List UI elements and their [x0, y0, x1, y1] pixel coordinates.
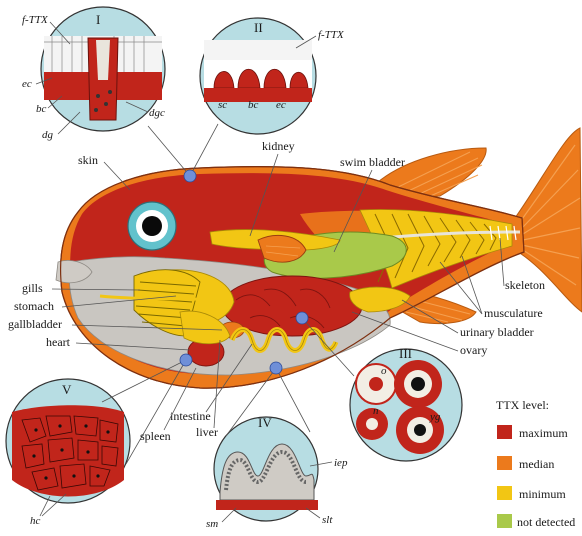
label-swim-bladder: swim bladder: [340, 155, 405, 169]
legend-label-minimum: minimum: [519, 487, 566, 501]
label-spleen: spleen: [140, 429, 171, 443]
fish-body: [56, 167, 524, 389]
label-gills: gills: [22, 281, 43, 295]
inset-V-numeral: V: [62, 382, 72, 397]
skin-marker: [184, 170, 196, 182]
label-musculature: musculature: [484, 306, 543, 320]
legend-label-maximum: maximum: [519, 426, 568, 440]
inset-II: [200, 18, 316, 134]
inset-IV-numeral: IV: [258, 415, 272, 430]
inset-I-bc-label: bc: [36, 103, 47, 115]
inset-II-sc-label: sc: [218, 99, 227, 111]
inset-I-fttx-label: f-TTX: [22, 14, 49, 26]
inset-I-ec-label: ec: [22, 78, 32, 90]
inset-II-ec-label: ec: [276, 99, 286, 111]
legend-label-not-detected: not detected: [517, 515, 575, 529]
intestine-marker: [270, 362, 282, 374]
inset-III-yg-label: yg: [429, 411, 441, 423]
inset-I-numeral: I: [96, 12, 100, 27]
label-kidney: kidney: [262, 139, 295, 153]
label-ovary: ovary: [460, 343, 487, 357]
inset-IV-slt-label: slt: [322, 514, 333, 526]
legend: TTX level: maximum median minimum not de…: [496, 398, 575, 529]
label-liver: liver: [196, 425, 218, 439]
legend-swatch-median: [497, 456, 512, 470]
label-skeleton: skeleton: [505, 278, 545, 292]
label-stomach: stomach: [14, 299, 54, 313]
label-intestine: intestine: [170, 409, 211, 423]
inset-I-dgc-label: dgc: [149, 107, 165, 119]
legend-title: TTX level:: [496, 398, 549, 412]
inset-III: [350, 349, 462, 461]
inset-IV: [214, 417, 318, 521]
inset-I: [41, 7, 165, 131]
inset-II-numeral: II: [254, 20, 263, 35]
inset-I-dg-label: dg: [42, 129, 54, 141]
inset-IV-sm-label: sm: [206, 518, 218, 530]
label-skin: skin: [78, 153, 98, 167]
label-urinary-bladder: urinary bladder: [460, 325, 534, 339]
inset-III-n-label: n: [373, 405, 379, 417]
label-heart: heart: [46, 335, 71, 349]
legend-label-median: median: [519, 457, 554, 471]
inset-II-bc-label: bc: [248, 99, 259, 111]
inset-V-hc-label: hc: [30, 515, 41, 527]
inset-II-fttx-label: f-TTX: [318, 29, 345, 41]
legend-swatch-maximum: [497, 425, 512, 439]
label-gallbladder: gallbladder: [8, 317, 62, 331]
ovary-marker: [296, 312, 308, 324]
inset-III-o-label: o: [381, 365, 387, 377]
heart-marker: [180, 354, 192, 366]
inset-IV-iep-label: iep: [334, 457, 348, 469]
legend-swatch-minimum: [497, 486, 512, 500]
inset-III-numeral: III: [399, 346, 412, 361]
legend-swatch-not-detected: [497, 514, 512, 528]
